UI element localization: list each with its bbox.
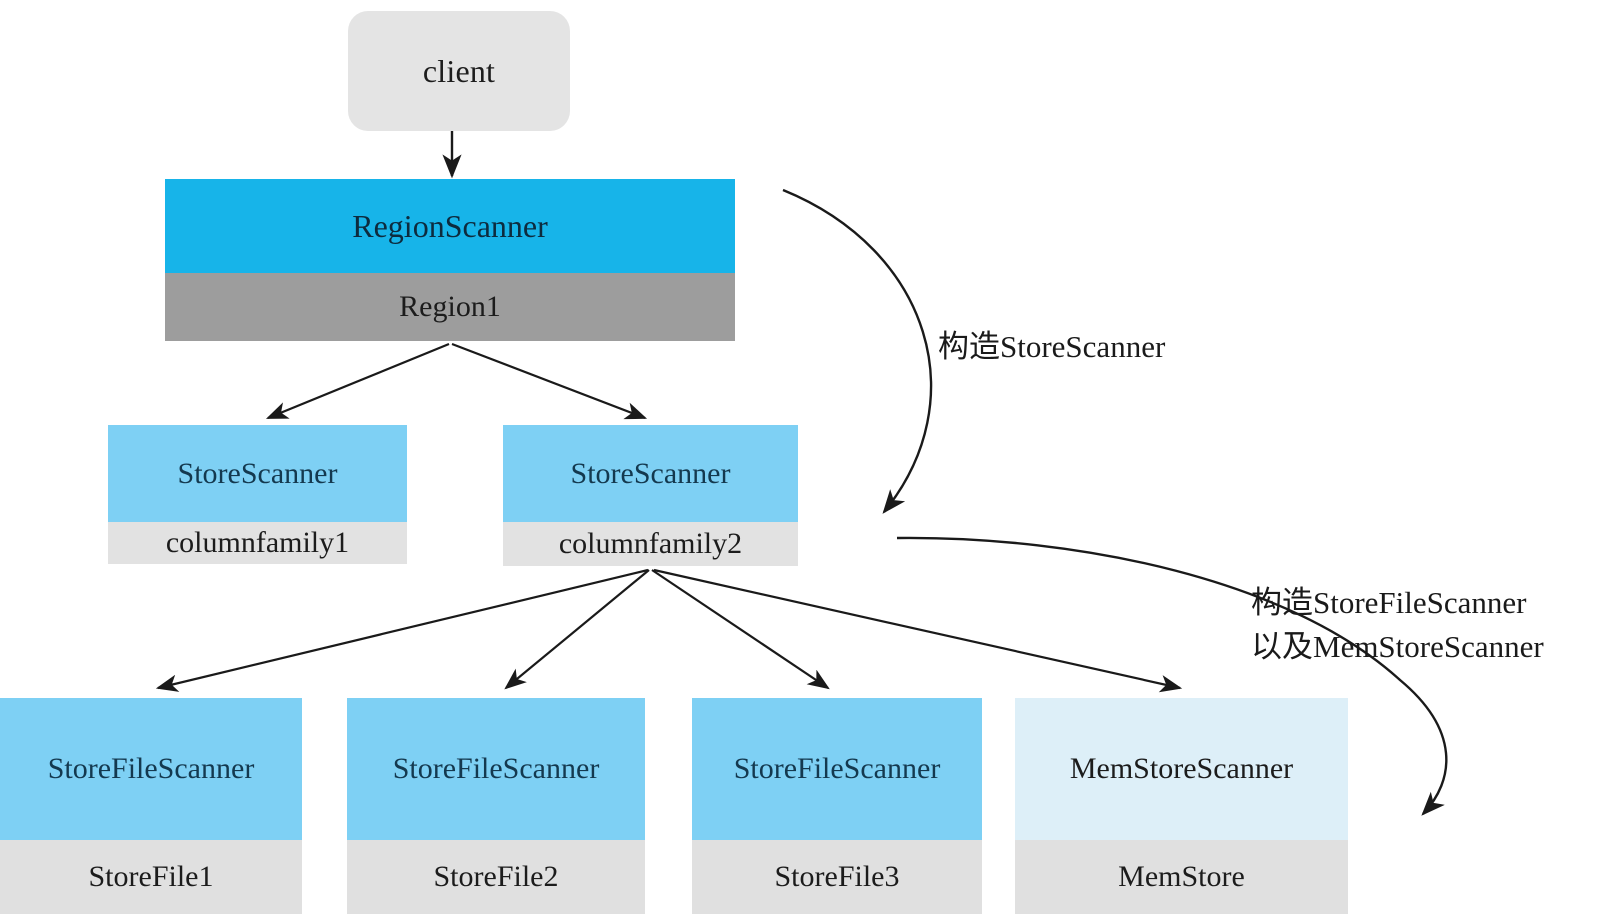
node-leaf-scanner-1-subtitle: StoreFile1 — [0, 840, 302, 914]
node-leaf-scanner-1-title: StoreFileScanner — [0, 698, 302, 840]
node-leaf-scanner-3-subtitle: StoreFile3 — [692, 840, 982, 914]
edge-storescanner2-to-leaf-4 — [653, 568, 1183, 693]
node-leaf-scanner-2-subtitle: StoreFile2 — [347, 840, 645, 914]
edge-storescanner2-to-leaf-1 — [155, 568, 649, 692]
node-store-scanner-1-title: StoreScanner — [108, 425, 407, 522]
node-store-scanner-1-subtitle: columnfamily1 — [108, 522, 407, 564]
node-store-scanner-1[interactable]: StoreScanner columnfamily1 — [108, 425, 407, 564]
node-store-scanner-2-subtitle: columnfamily2 — [503, 522, 798, 566]
node-leaf-scanner-2-title: StoreFileScanner — [347, 698, 645, 840]
edge-region-to-storescanner-1 — [265, 342, 450, 420]
edge-storescanner2-to-leaf-2 — [504, 569, 650, 690]
node-region1-label: Region1 — [165, 273, 735, 341]
annotation-construct-storescanner: 构造StoreScanner — [938, 329, 1166, 364]
edge-curve-construct-storescanner — [782, 188, 933, 514]
node-regionscanner-label: RegionScanner — [165, 179, 735, 273]
node-leaf-scanner-3-title: StoreFileScanner — [692, 698, 982, 840]
node-leaf-scanner-1[interactable]: StoreFileScanner StoreFile1 — [0, 698, 302, 914]
node-store-scanner-2-title: StoreScanner — [503, 425, 798, 522]
node-client-label: client — [422, 52, 496, 89]
node-region[interactable]: RegionScanner Region1 — [165, 179, 735, 341]
node-store-scanner-2[interactable]: StoreScanner columnfamily2 — [503, 425, 798, 566]
node-leaf-scanner-4[interactable]: MemStoreScanner MemStore — [1015, 698, 1348, 914]
node-client[interactable]: client — [348, 11, 570, 131]
edge-region-to-storescanner-2 — [451, 342, 648, 420]
annotation-construct-storefilescanner-line2: 以及MemStoreScanner — [1251, 629, 1544, 664]
node-leaf-scanner-3[interactable]: StoreFileScanner StoreFile3 — [692, 698, 982, 914]
annotation-construct-storefilescanner-line1: 构造StoreFileScanner — [1251, 585, 1527, 620]
edge-storescanner2-to-leaf-3 — [651, 569, 830, 690]
node-leaf-scanner-4-title: MemStoreScanner — [1015, 698, 1348, 840]
node-leaf-scanner-4-subtitle: MemStore — [1015, 840, 1348, 914]
node-leaf-scanner-2[interactable]: StoreFileScanner StoreFile2 — [347, 698, 645, 914]
